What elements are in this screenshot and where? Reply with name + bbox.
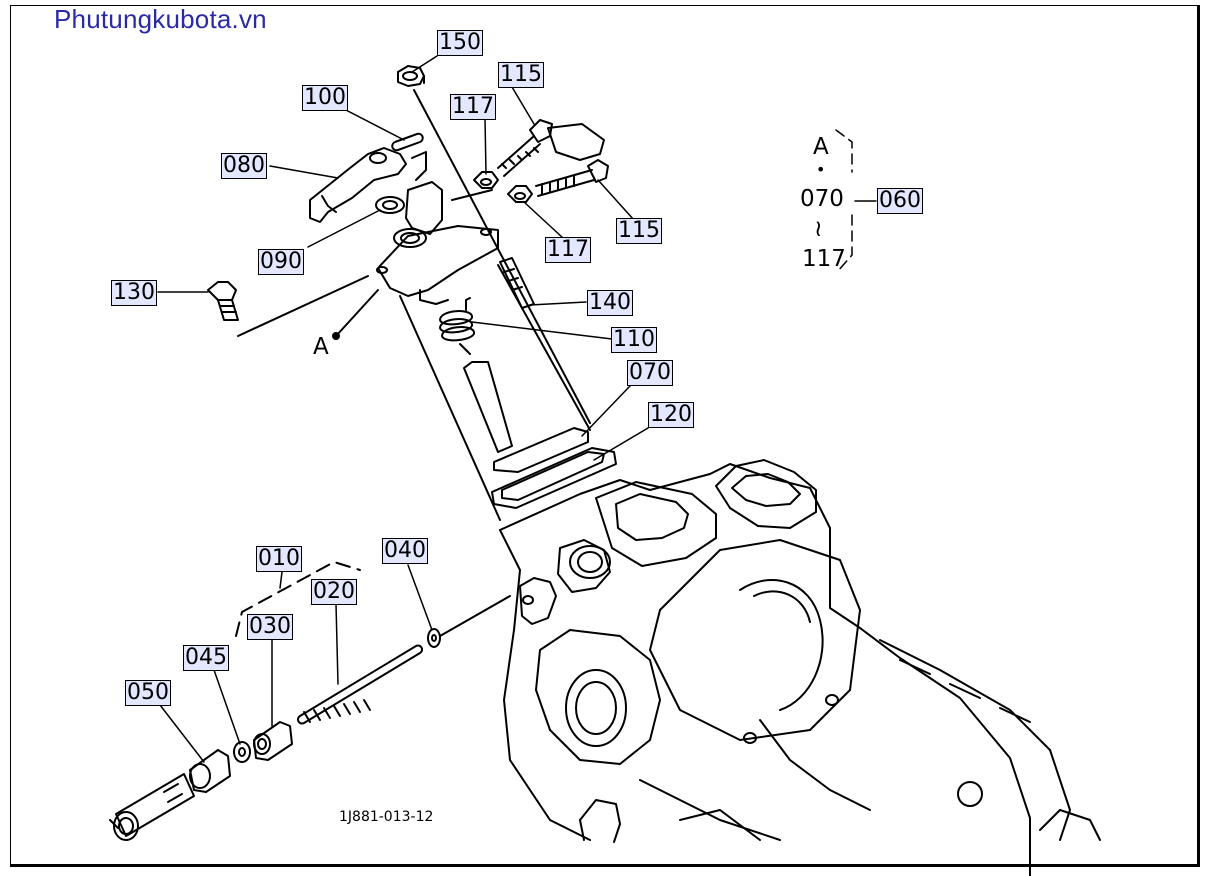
callout-120[interactable]: 120 <box>648 402 694 428</box>
lever-080 <box>309 147 427 223</box>
callout-050[interactable]: 050 <box>125 680 171 706</box>
callout-060[interactable]: 060 <box>877 188 923 214</box>
callout-110[interactable]: 110 <box>611 327 657 353</box>
callout-040[interactable]: 040 <box>382 538 428 564</box>
pin-100 <box>391 132 424 152</box>
stud-140 <box>499 257 535 309</box>
crankcase <box>499 459 1101 876</box>
callout-045[interactable]: 045 <box>183 645 229 671</box>
reference-letter-a: A <box>313 334 329 360</box>
callout-140[interactable]: 140 <box>587 290 633 316</box>
washer-045 <box>233 741 251 763</box>
callout-030[interactable]: 030 <box>247 614 293 640</box>
rod-020 <box>297 644 423 725</box>
legend-from: 070 <box>800 186 844 212</box>
nut-117b <box>507 185 533 203</box>
drawing-frame <box>10 5 1200 867</box>
drawing-code: 1J881-013-12 <box>339 809 434 825</box>
legend-dot: • <box>816 160 826 179</box>
shaft-070 <box>463 361 589 473</box>
gasket-120 <box>491 447 617 509</box>
washer-040 <box>427 628 441 648</box>
callout-010[interactable]: 010 <box>256 546 302 572</box>
nut-117a <box>473 171 499 189</box>
callout-117-top[interactable]: 117 <box>450 94 496 120</box>
bolt-115 <box>497 119 609 197</box>
washer-090 <box>375 196 405 214</box>
callout-100[interactable]: 100 <box>302 85 348 111</box>
leader-lines <box>157 55 649 763</box>
legend-letter-a: A <box>813 134 829 160</box>
lever-housing <box>376 181 499 305</box>
watermark-text: Phutungkubota.vn <box>54 4 267 34</box>
legend-to: 117 <box>802 246 846 272</box>
callout-090[interactable]: 090 <box>258 249 304 275</box>
callout-020[interactable]: 020 <box>311 579 357 605</box>
callout-115-top[interactable]: 115 <box>498 62 544 88</box>
callout-117-bottom[interactable]: 117 <box>545 237 591 263</box>
nut-030 <box>253 721 293 761</box>
legend-tilde: ≀ <box>814 216 823 242</box>
callout-070[interactable]: 070 <box>627 360 673 386</box>
nut-150 <box>397 65 425 87</box>
callout-130[interactable]: 130 <box>111 280 157 306</box>
callout-080[interactable]: 080 <box>221 153 267 179</box>
spring-110 <box>439 297 475 355</box>
group-brace <box>835 129 877 272</box>
bolt-130 <box>207 275 369 337</box>
sleeve-050 <box>113 749 231 841</box>
callout-115-bottom[interactable]: 115 <box>616 218 662 244</box>
callout-150[interactable]: 150 <box>437 30 483 56</box>
